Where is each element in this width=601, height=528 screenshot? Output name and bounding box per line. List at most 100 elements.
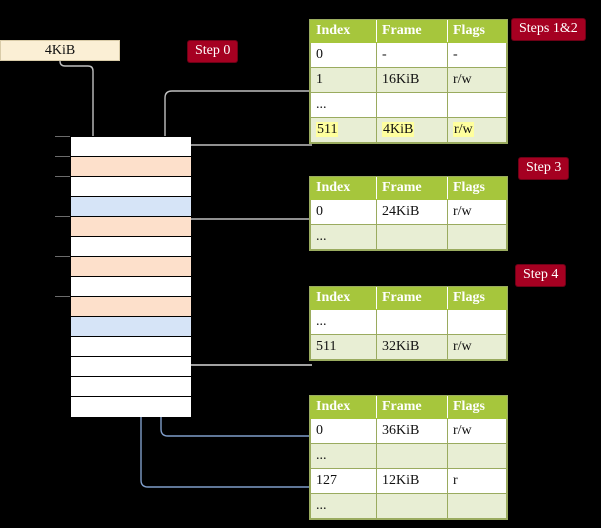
column-header-frame: Frame xyxy=(376,287,448,310)
cell-flags xyxy=(447,309,507,335)
cell-index: ... xyxy=(310,309,377,335)
cell-index: ... xyxy=(310,224,377,250)
memory-frame-row xyxy=(71,237,191,257)
wire-l4-row511-to-memory xyxy=(184,144,312,161)
cell-frame: 32KiB xyxy=(376,334,448,360)
memory-frame-row xyxy=(71,277,191,297)
column-header-frame: Frame xyxy=(376,396,448,419)
memory-frame-row xyxy=(71,297,191,317)
cell-frame: 16KiB xyxy=(376,67,448,93)
badge-steps-1-2: Steps 1&2 xyxy=(512,19,585,40)
memory-frame-tick xyxy=(55,136,70,137)
table-row: 511 4KiB r/w xyxy=(310,117,507,143)
cell-flags: - xyxy=(447,42,507,68)
cell-index: 0 xyxy=(310,199,377,225)
badge-step-4: Step 4 xyxy=(516,265,566,286)
cell-index: 0 xyxy=(310,418,377,444)
memory-frame-row xyxy=(71,257,191,277)
cell-frame xyxy=(376,92,448,118)
cell-frame: - xyxy=(376,42,448,68)
memory-frame-row xyxy=(71,197,191,217)
highlighted-value: r/w xyxy=(453,122,474,137)
cell-index: 511 xyxy=(310,334,377,360)
column-header-flags: Flags xyxy=(447,287,507,310)
column-header-index: Index xyxy=(310,287,377,310)
table-row: ... xyxy=(310,92,507,118)
memory-frame-row xyxy=(71,357,191,377)
memory-frame-tick xyxy=(55,156,70,157)
cell-frame: 36KiB xyxy=(376,418,448,444)
cell-flags: r/w xyxy=(447,67,507,93)
cell-flags: r/w xyxy=(447,334,507,360)
cell-frame xyxy=(376,224,448,250)
memory-frame-row xyxy=(71,137,191,157)
cell-flags xyxy=(447,92,507,118)
memory-frame-row xyxy=(71,157,191,177)
cell-flags: r/w xyxy=(447,199,507,225)
memory-frame-row xyxy=(71,377,191,397)
cell-flags xyxy=(447,443,507,469)
column-header-index: Index xyxy=(310,177,377,200)
highlighted-value: 4KiB xyxy=(382,122,415,137)
cell-flags: r/w xyxy=(447,418,507,444)
physical-memory-column xyxy=(70,136,191,417)
column-header-frame: Frame xyxy=(376,177,448,200)
memory-frame-row xyxy=(71,337,191,357)
memory-frame-row xyxy=(71,317,191,337)
memory-frame-row xyxy=(71,217,191,237)
cell-index: 511 xyxy=(310,117,377,143)
column-header-flags: Flags xyxy=(447,396,507,419)
wire-l2-row511-to-memory xyxy=(179,303,312,366)
cell-flags: r/w xyxy=(447,117,507,143)
column-header-index: Index xyxy=(310,20,377,43)
badge-step-0: Step 0 xyxy=(188,41,238,62)
cell-flags xyxy=(447,224,507,250)
cell-frame: 24KiB xyxy=(376,199,448,225)
frame-size-box: 4KiB xyxy=(0,40,120,61)
wire-l3-row0-to-memory xyxy=(184,218,312,275)
cell-index: 127 xyxy=(310,468,377,494)
column-header-frame: Frame xyxy=(376,20,448,43)
cell-frame xyxy=(376,309,448,335)
cell-frame xyxy=(376,493,448,519)
cell-flags: r xyxy=(447,468,507,494)
highlighted-value: 511 xyxy=(316,122,339,137)
memory-frame-row xyxy=(71,177,191,197)
memory-frame-tick xyxy=(55,256,70,257)
table-row: ... xyxy=(310,443,507,469)
memory-frame-tick xyxy=(55,216,70,217)
memory-frame-row xyxy=(71,397,191,417)
memory-frame-tick xyxy=(55,176,70,177)
table-row: 0-- xyxy=(310,42,507,68)
cell-frame: 12KiB xyxy=(376,468,448,494)
cell-frame xyxy=(376,443,448,469)
cell-index: 0 xyxy=(310,42,377,68)
column-header-index: Index xyxy=(310,396,377,419)
memory-frame-tick xyxy=(55,296,70,297)
cell-index: ... xyxy=(310,92,377,118)
badge-step-3: Step 3 xyxy=(519,158,569,179)
cell-flags xyxy=(447,493,507,519)
table-row: ... xyxy=(310,493,507,519)
cell-index: ... xyxy=(310,493,377,519)
table-row: ... xyxy=(310,224,507,250)
table-row: ... xyxy=(310,309,507,335)
column-header-flags: Flags xyxy=(447,177,507,200)
cell-index: ... xyxy=(310,443,377,469)
column-header-flags: Flags xyxy=(447,20,507,43)
frame-size-label: 4KiB xyxy=(44,43,76,58)
